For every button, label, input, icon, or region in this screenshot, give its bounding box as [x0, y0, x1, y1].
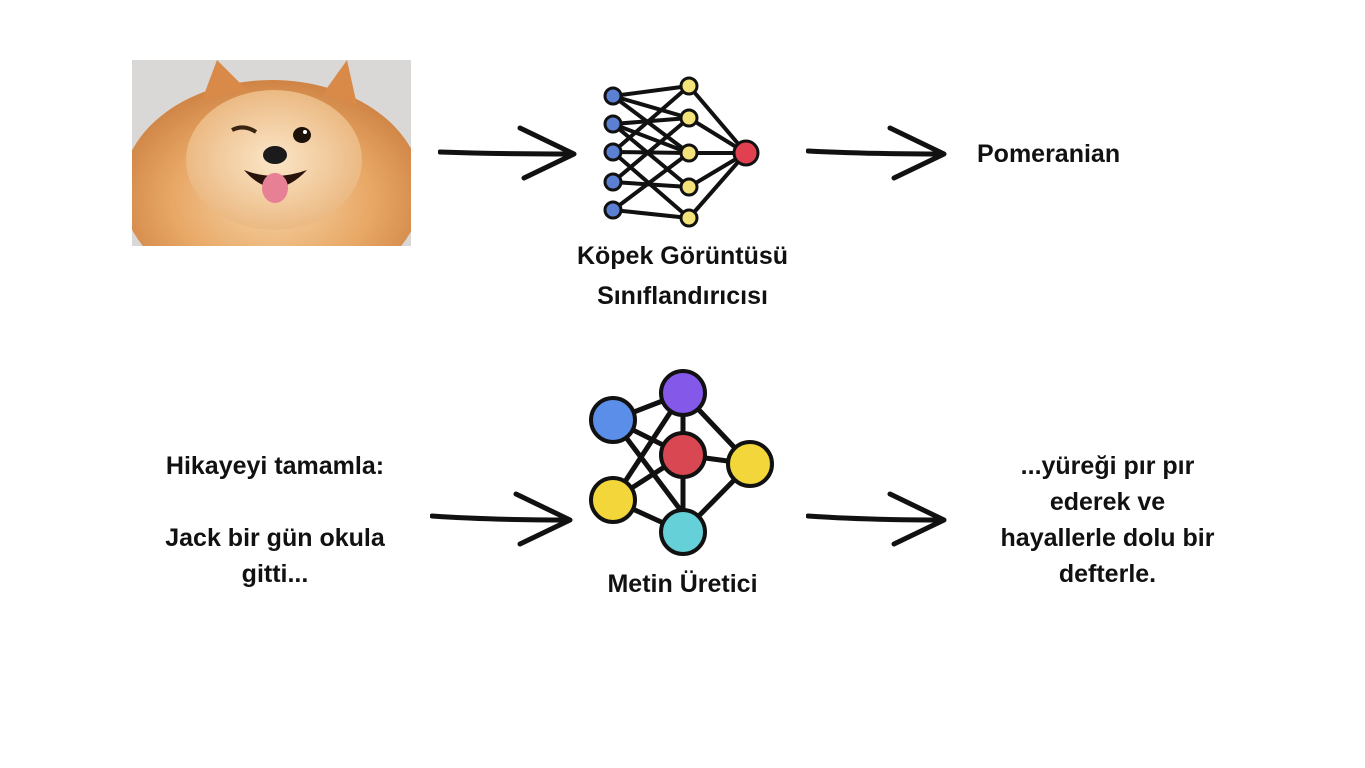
- arrow-right-icon: [806, 491, 947, 547]
- text-generator-graph-icon: [589, 369, 774, 556]
- graph-node-yellow: [589, 476, 637, 524]
- prompt-line3: gitti...: [241, 560, 309, 588]
- classifier-title: Köpek Görüntüsü Sınıflandırıcısı: [540, 238, 825, 314]
- hidden-node: [679, 108, 699, 128]
- classifier-title-line1: Köpek Görüntüsü: [576, 242, 789, 270]
- classifier-network-icon: [603, 76, 760, 228]
- arrow-right-icon: [430, 491, 573, 547]
- hidden-node: [679, 177, 699, 197]
- input-node: [603, 172, 623, 192]
- story-prompt: Hikayeyi tamamla: Jack bir gün okula git…: [120, 448, 430, 592]
- output-line2: ederek ve: [1049, 488, 1166, 516]
- classifier-output-label: Pomeranian: [977, 140, 1121, 168]
- graph-node-blue: [589, 396, 637, 444]
- output-line4: defterle.: [1058, 560, 1157, 588]
- generated-story: ...yüreği pır pır ederek ve hayallerle d…: [960, 448, 1255, 592]
- classifier-title-line2: Sınıflandırıcısı: [597, 282, 768, 310]
- input-node: [603, 114, 623, 134]
- prompt-line2: Jack bir gün okula: [165, 524, 385, 552]
- arrow-right-icon: [438, 125, 577, 181]
- input-node: [603, 86, 623, 106]
- graph-node-purple: [659, 369, 707, 417]
- arrow-right-icon: [806, 125, 947, 181]
- graph-node-cyan: [659, 508, 707, 556]
- hidden-node: [679, 208, 699, 228]
- prompt-line1: Hikayeyi tamamla:: [165, 452, 385, 480]
- output-node: [732, 139, 760, 167]
- input-node: [603, 200, 623, 220]
- hidden-node: [679, 76, 699, 96]
- generator-title: Metin Üretici: [607, 570, 758, 598]
- graph-node-red: [659, 431, 707, 479]
- graph-node-yellow: [726, 440, 774, 488]
- output-line1: ...yüreği pır pır: [1020, 452, 1195, 480]
- input-node: [603, 142, 623, 162]
- pomeranian-photo: [132, 60, 411, 246]
- hidden-node: [679, 143, 699, 163]
- output-line3: hayallerle dolu bir: [1000, 524, 1215, 552]
